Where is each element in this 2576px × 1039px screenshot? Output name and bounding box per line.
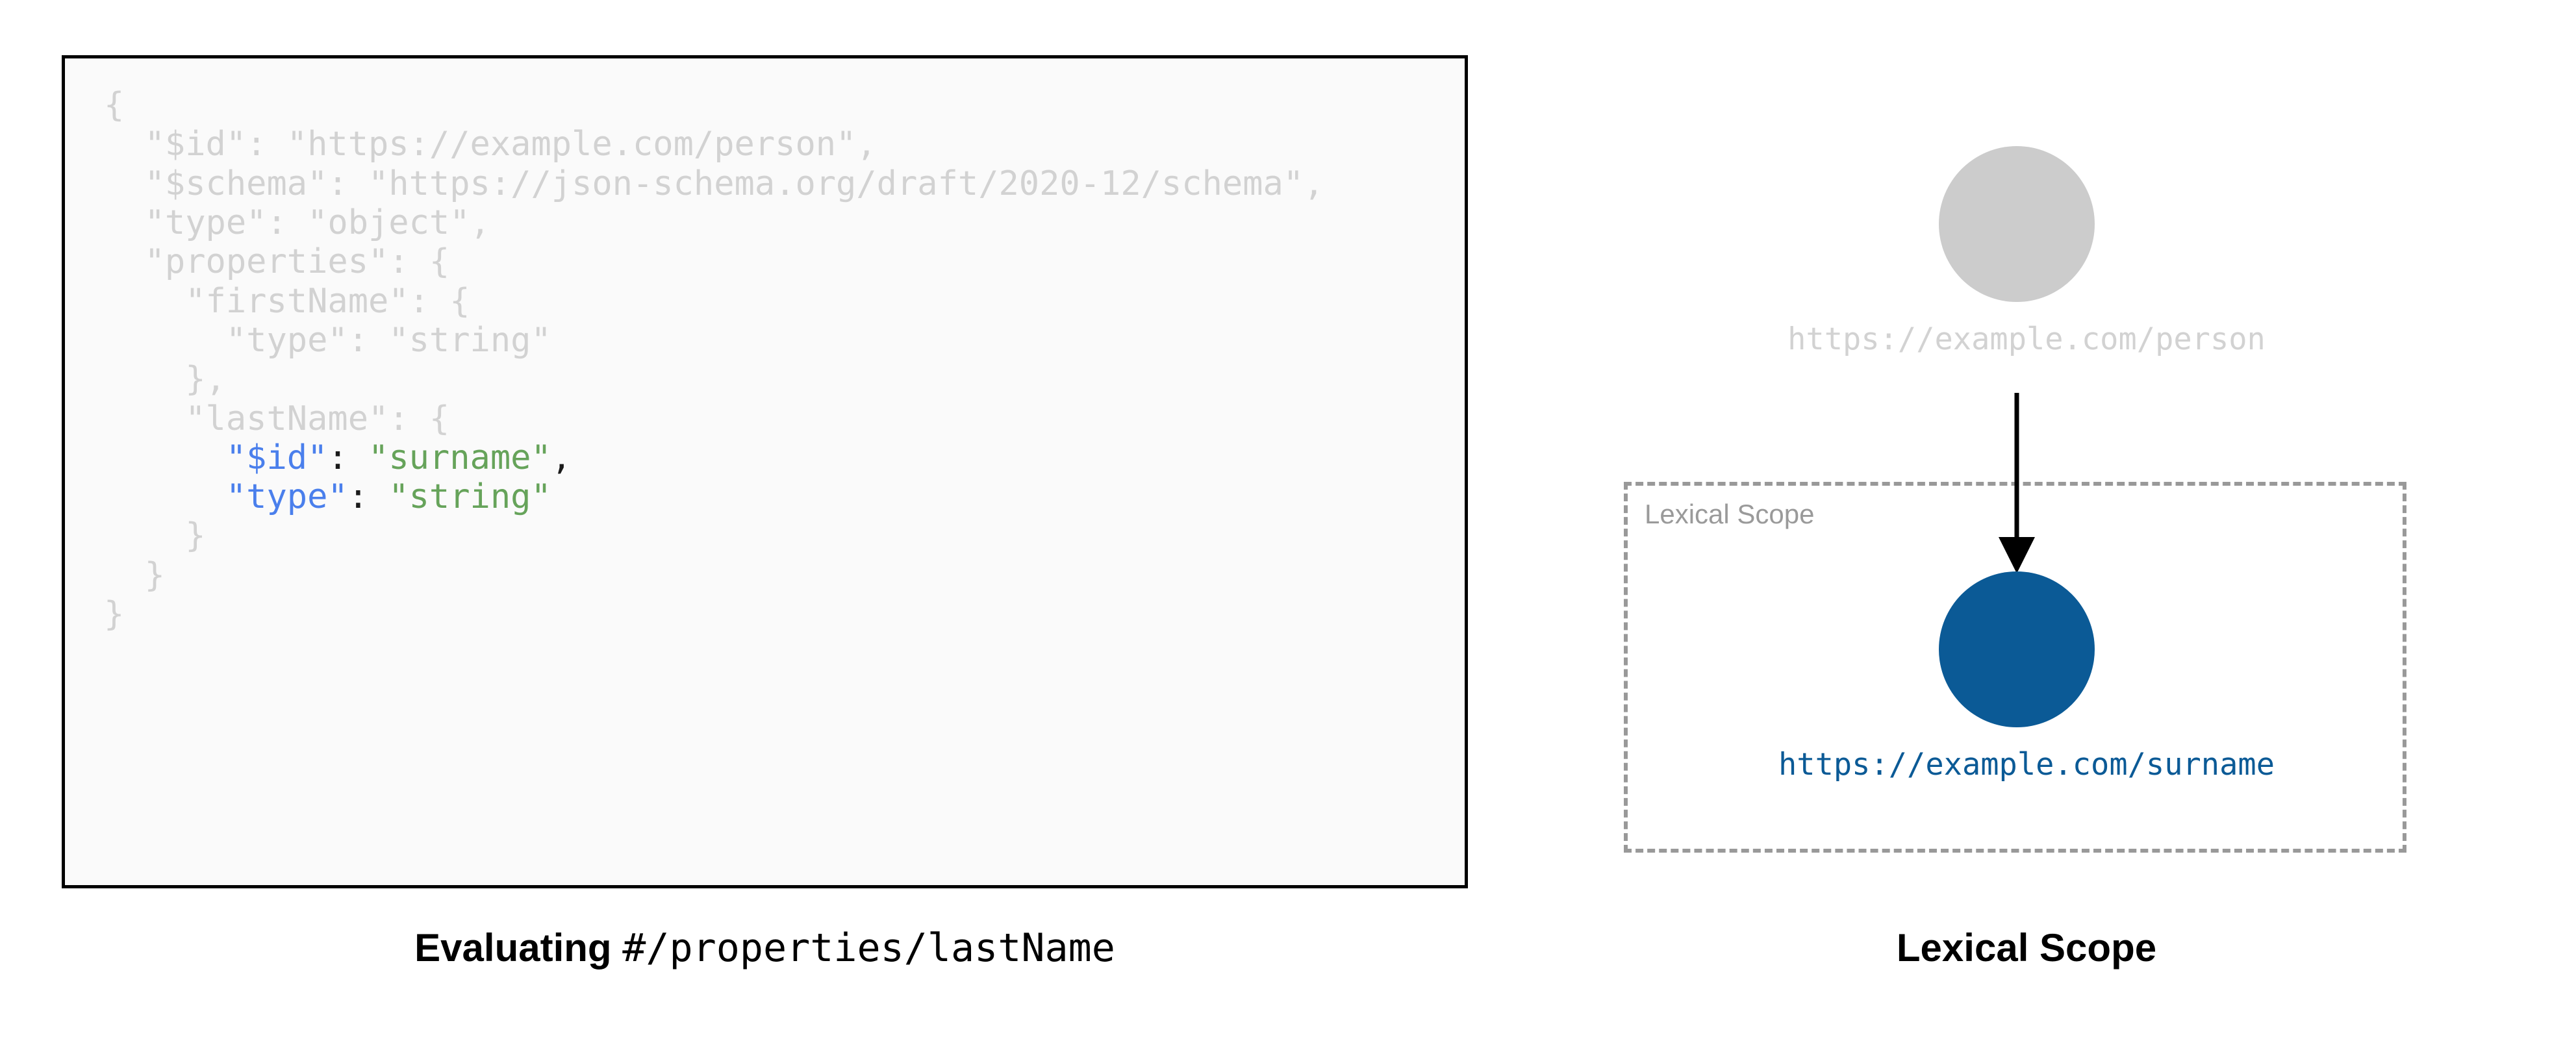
surname-node-circle	[1939, 571, 2095, 727]
code-token: "$schema": "https://json-schema.org/draf…	[144, 164, 1324, 203]
surname-node-label: https://example.com/surname	[1778, 747, 2275, 782]
code-token: "$id"	[225, 438, 328, 477]
code-token: "type"	[225, 477, 348, 517]
code-token: "surname"	[347, 438, 551, 477]
down-arrow-icon	[1999, 393, 2035, 573]
left-caption: Evaluating #/properties/lastName	[62, 925, 1468, 971]
code-token: }	[185, 516, 206, 556]
code-token: "string"	[368, 477, 551, 517]
code-token: {	[104, 86, 125, 125]
left-caption-strong: Evaluating	[414, 926, 623, 970]
schema-code-panel: { "$id": "https://example.com/person", "…	[62, 55, 1468, 888]
code-token: :	[347, 477, 368, 517]
code-token: "type": "string"	[225, 320, 551, 360]
code-token: :	[327, 438, 348, 477]
person-node-circle	[1939, 146, 2095, 302]
code-token: }	[144, 555, 165, 595]
schema-code-block: { "$id": "https://example.com/person", "…	[104, 86, 1324, 634]
lexical-scope-box-label: Lexical Scope	[1645, 499, 1815, 529]
lexical-scope-diagram: Lexical Scope https://example.com/person…	[1572, 55, 2481, 888]
code-token: "$id": "https://example.com/person",	[144, 125, 877, 164]
code-token: "properties": {	[144, 242, 450, 282]
code-token: "firstName": {	[185, 281, 470, 321]
code-token: }	[104, 595, 125, 634]
code-token: },	[185, 360, 226, 399]
code-token: "lastName": {	[185, 399, 450, 438]
code-token: "type": "object",	[144, 203, 490, 242]
person-node-label: https://example.com/person	[1787, 321, 2266, 357]
left-caption-pointer: #/properties/lastName	[622, 925, 1115, 971]
code-token: ,	[551, 438, 572, 477]
right-caption: Lexical Scope	[1896, 926, 2157, 970]
